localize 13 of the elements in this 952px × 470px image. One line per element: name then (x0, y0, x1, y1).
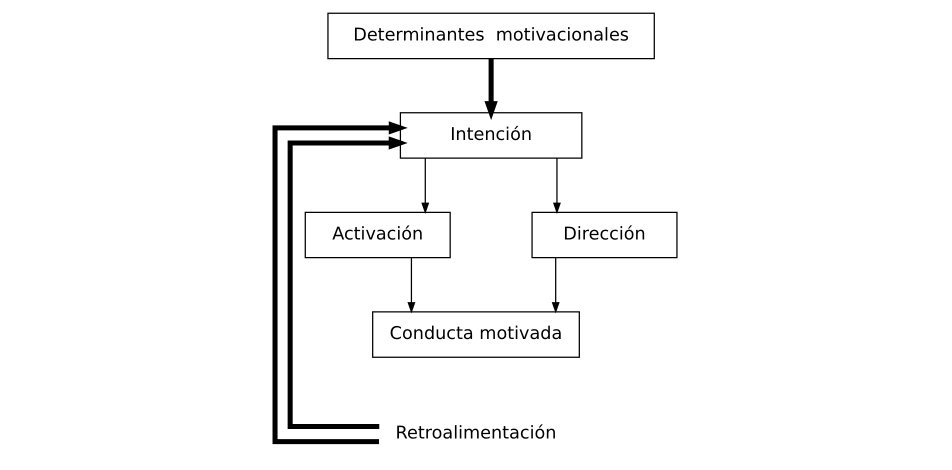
arrow (421, 158, 430, 214)
arrow (552, 158, 561, 214)
arrow (272, 121, 408, 444)
arrow (407, 258, 416, 314)
node-box: Conducta motivada (372, 311, 580, 358)
node-box: Intención (400, 112, 582, 159)
arrow (552, 258, 560, 314)
arrow (288, 136, 408, 430)
arrow (484, 59, 498, 120)
node-box: Dirección (531, 212, 678, 258)
node-text: Retroalimentación (396, 424, 556, 444)
node-box: Determinantes motivacionales (327, 12, 655, 60)
node-box: Activación (304, 212, 451, 258)
